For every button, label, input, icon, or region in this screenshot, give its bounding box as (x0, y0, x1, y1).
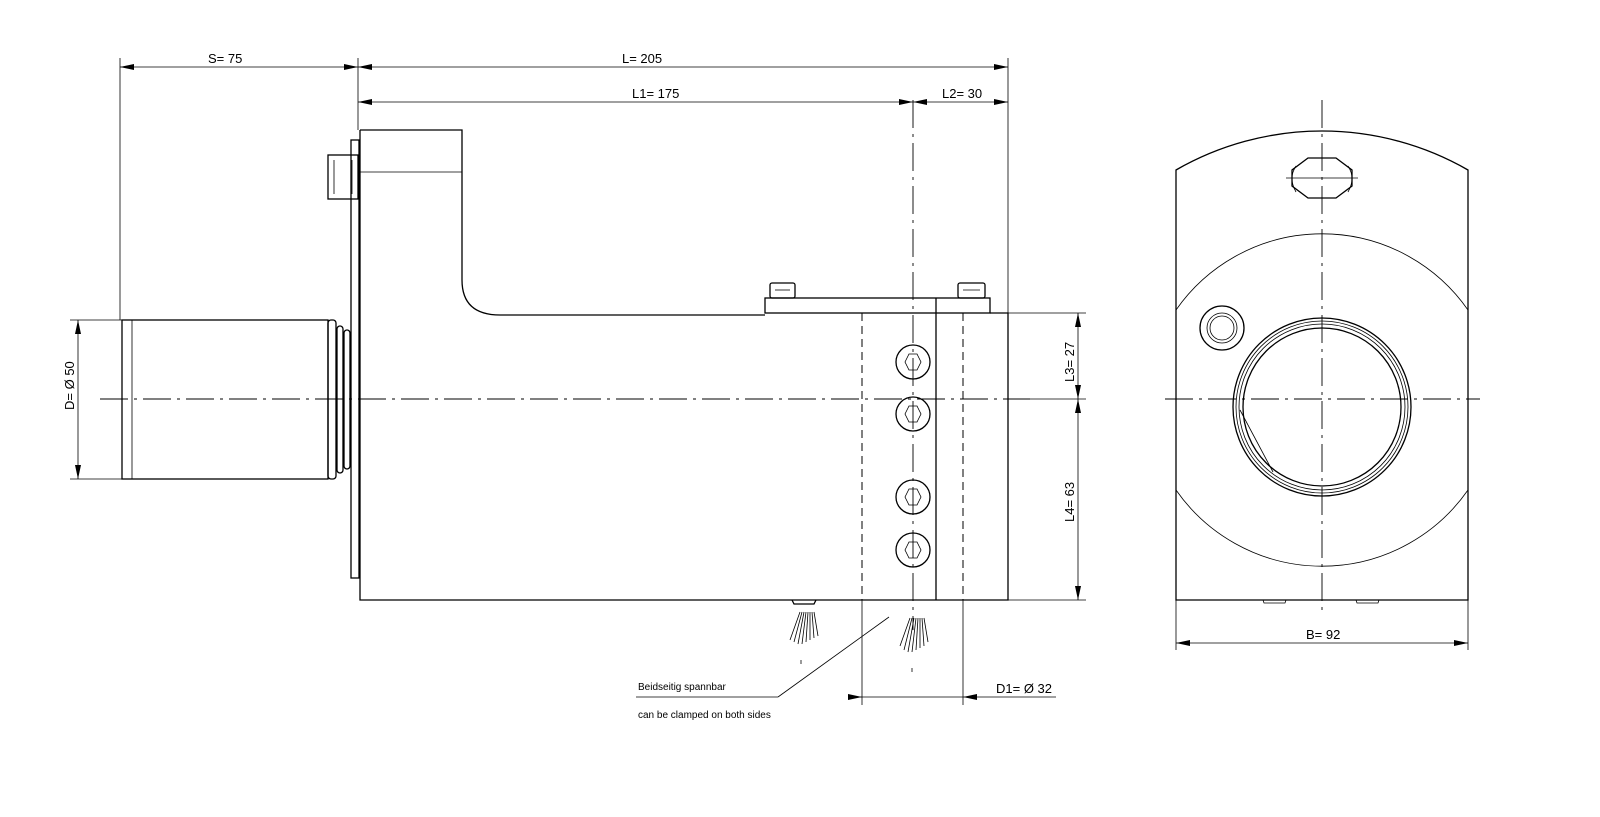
shank (121, 319, 329, 480)
coolant-hole-ring (1206, 312, 1238, 344)
coolant-spray-icon (789, 611, 929, 672)
coolant-hole (1199, 305, 1245, 351)
end-view-outline (1175, 130, 1469, 601)
coolant-spray-icon (899, 617, 929, 653)
dim-d1: D1= Ø 32 (996, 681, 1052, 696)
dim-b: B= 92 (1306, 627, 1340, 642)
dim-l4: L4= 63 (1062, 482, 1077, 522)
shank-ring (336, 325, 344, 474)
dim-l2: L2= 30 (942, 86, 982, 101)
dim-d: D= Ø 50 (62, 361, 77, 410)
coolant-nozzle (791, 599, 817, 605)
hex-socket-icon (904, 488, 922, 506)
hex-socket-icon (904, 405, 922, 423)
side-view (100, 100, 1030, 672)
plate-screw-head (957, 282, 986, 299)
plate-screw-head (769, 282, 796, 299)
note-de: Beidseitig spannbar (638, 682, 727, 693)
flange (350, 139, 360, 579)
coolant-spray-icon (789, 611, 819, 645)
dimensions: S= 75 L= 205 L1= 175 L2= 30 D= Ø 50 L3= … (62, 51, 1086, 721)
hex-nut-chamfer (1291, 165, 1353, 193)
bore-flat (1239, 409, 1274, 473)
front-view: B= 92 (1165, 100, 1480, 650)
note-en: can be clamped on both sides (638, 710, 771, 721)
shank-ring (327, 319, 337, 480)
bottom-nubs (1262, 599, 1380, 604)
dim-l: L= 205 (622, 51, 662, 66)
nut (327, 154, 359, 200)
dim-l3: L3= 27 (1062, 342, 1077, 382)
clamp-plate (764, 297, 991, 314)
coolant-hole-ring (1209, 315, 1235, 341)
shank-ring (343, 329, 351, 470)
leader-line (777, 616, 890, 698)
dim-s: S= 75 (208, 51, 242, 66)
hex-socket-icon (904, 353, 922, 371)
hex-socket-icon (904, 541, 922, 559)
socket-screw-icon (895, 396, 931, 432)
dim-l1: L1= 175 (632, 86, 679, 101)
body (359, 129, 1009, 601)
